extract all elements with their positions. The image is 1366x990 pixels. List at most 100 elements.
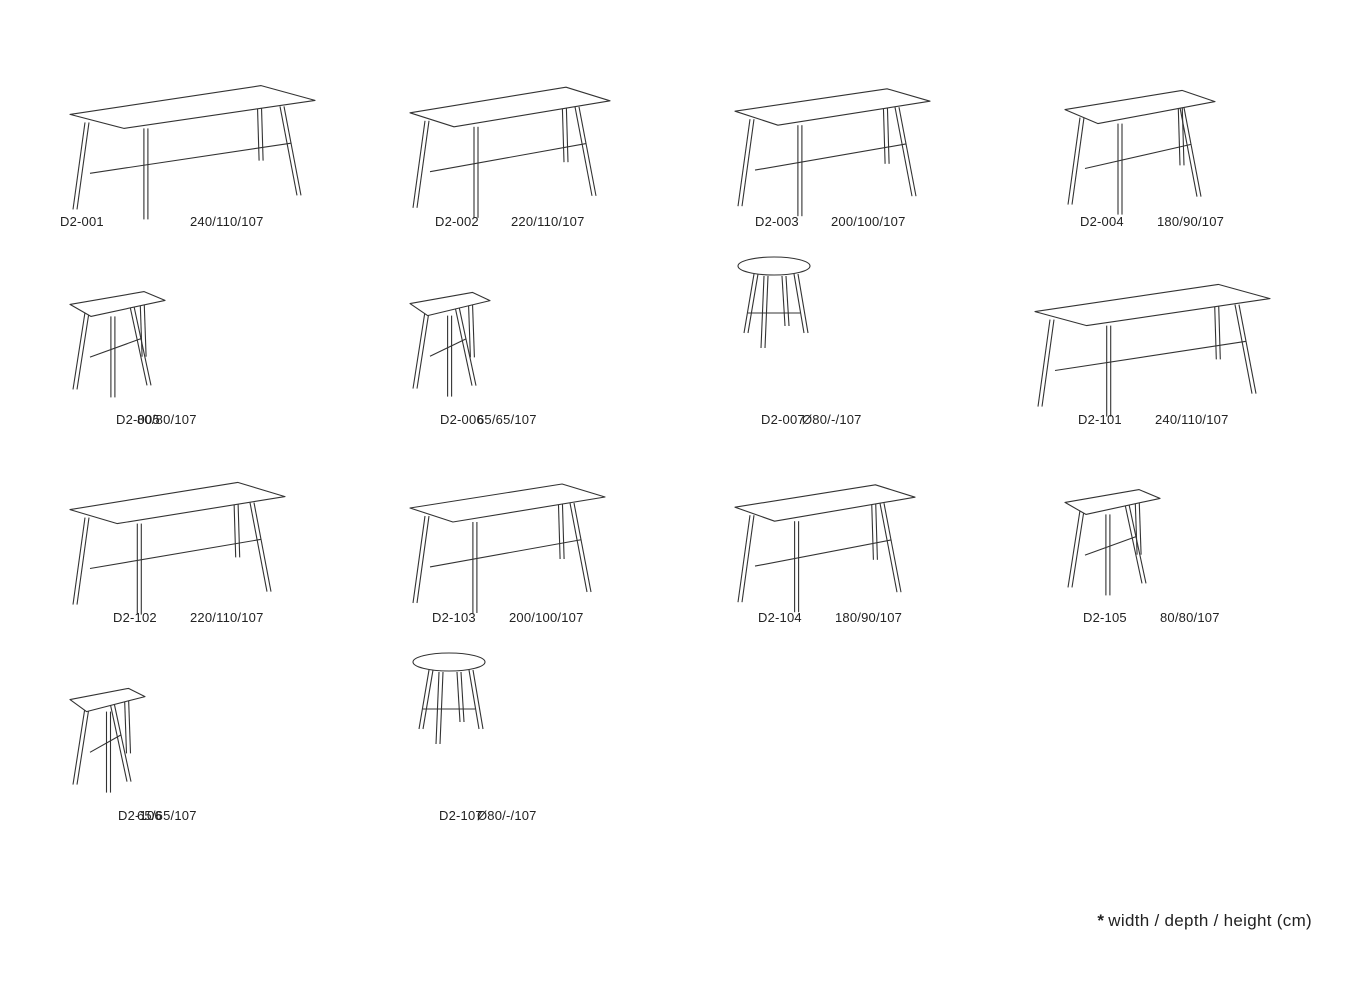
table-leg <box>793 273 805 334</box>
table-leg <box>1134 497 1138 555</box>
table-leg <box>72 517 86 605</box>
table-leg-edge <box>439 671 444 745</box>
table-leg-edge <box>416 120 430 208</box>
table-leg <box>467 300 471 358</box>
table-leg <box>894 107 913 197</box>
table-leg-edge <box>76 517 90 605</box>
tabletop <box>69 481 286 525</box>
product-code: D2-001 <box>60 214 104 229</box>
dimension-footnote: *width / depth / height (cm) <box>1097 911 1312 931</box>
footrest <box>1084 536 1137 556</box>
product-dimensions: 80/80/107 <box>1160 610 1220 625</box>
long-table-drawing <box>69 85 316 220</box>
table-leg-edge <box>573 502 592 593</box>
table-leg <box>456 671 461 723</box>
table-leg-edge <box>797 273 809 334</box>
footrest <box>754 539 892 567</box>
product-dimensions: 65/65/107 <box>137 808 197 823</box>
round-tabletop <box>737 256 811 276</box>
product-dimensions: 240/110/107 <box>1155 412 1229 427</box>
table-leg <box>72 122 86 210</box>
tabletop <box>734 88 931 126</box>
table-leg <box>879 503 898 593</box>
long-table-drawing <box>69 481 286 615</box>
product-code: D2-101 <box>1078 412 1122 427</box>
table-leg-edge <box>127 696 132 754</box>
product-item-d2-105: D2-105 80/80/107 <box>1055 436 1355 626</box>
table-leg-edge <box>898 107 917 197</box>
table-leg-edge <box>283 106 302 196</box>
product-dimensions: 200/100/107 <box>509 610 584 625</box>
footrest <box>1084 143 1192 170</box>
table-leg <box>1067 117 1081 205</box>
tabletop <box>69 291 166 317</box>
tabletop <box>69 687 146 713</box>
table-leg <box>412 120 426 208</box>
table-leg <box>468 669 480 730</box>
tabletop <box>69 85 316 129</box>
square-table-drawing <box>1064 489 1161 596</box>
tabletop <box>1034 283 1271 327</box>
product-code: D2-007 <box>761 412 805 427</box>
product-dimensions: 80/80/107 <box>137 412 197 427</box>
table-leg <box>412 515 426 604</box>
long-table-drawing <box>409 483 606 613</box>
table-leg <box>129 306 148 386</box>
table-leg-edge <box>764 275 769 349</box>
table-leg <box>743 273 755 334</box>
table-leg-edge <box>785 275 790 327</box>
product-dimensions: Ø80/-/107 <box>802 412 862 427</box>
product-dimensions: 200/100/107 <box>831 214 906 229</box>
table-leg-edge <box>416 515 430 604</box>
table-leg-edge <box>741 515 755 603</box>
table-leg-edge <box>76 312 90 390</box>
product-dimensions: 220/110/107 <box>190 610 264 625</box>
table-leg <box>1177 98 1181 166</box>
table-leg-edge <box>460 671 465 723</box>
table-leg-edge <box>747 273 759 334</box>
square-table-drawing <box>69 687 146 793</box>
table-leg-edge <box>253 502 272 592</box>
table-leg-edge <box>458 306 477 386</box>
table-leg <box>139 299 143 357</box>
product-dimensions: 65/65/107 <box>477 412 537 427</box>
table-leg-edge <box>471 300 475 358</box>
round-table-drawing <box>737 256 811 349</box>
square-table-drawing <box>409 291 491 397</box>
table-leg-edge <box>1071 510 1085 588</box>
square-table-drawing <box>69 291 166 398</box>
table-leg <box>574 106 593 196</box>
product-dimensions: Ø80/-/107 <box>477 808 537 823</box>
product-code: D2-002 <box>435 214 479 229</box>
footrest <box>89 538 262 570</box>
round-table-drawing <box>412 652 486 745</box>
footrest <box>89 142 292 174</box>
table-leg <box>72 312 86 390</box>
table-leg <box>760 275 765 349</box>
product-dimensions: 180/90/107 <box>1157 214 1225 229</box>
footrest <box>754 143 907 171</box>
product-dimensions: 180/90/107 <box>835 610 903 625</box>
table-leg <box>454 306 473 386</box>
table-leg-edge <box>1071 117 1085 205</box>
product-code: D2-105 <box>1083 610 1127 625</box>
table-leg <box>737 515 751 603</box>
product-code: D2-107 <box>439 808 483 823</box>
product-code: D2-106 <box>118 808 162 823</box>
table-leg <box>1234 304 1253 394</box>
table-leg-edge <box>1041 319 1055 407</box>
table-leg-edge <box>76 707 90 785</box>
long-table-drawing <box>1034 283 1271 417</box>
table-leg-edge <box>1238 304 1257 394</box>
table-leg-edge <box>741 119 755 207</box>
long-table-drawing <box>734 88 931 217</box>
table-leg <box>781 275 786 327</box>
table-leg <box>123 696 128 754</box>
table-leg-edge <box>113 702 132 782</box>
long-table-drawing <box>409 86 611 218</box>
